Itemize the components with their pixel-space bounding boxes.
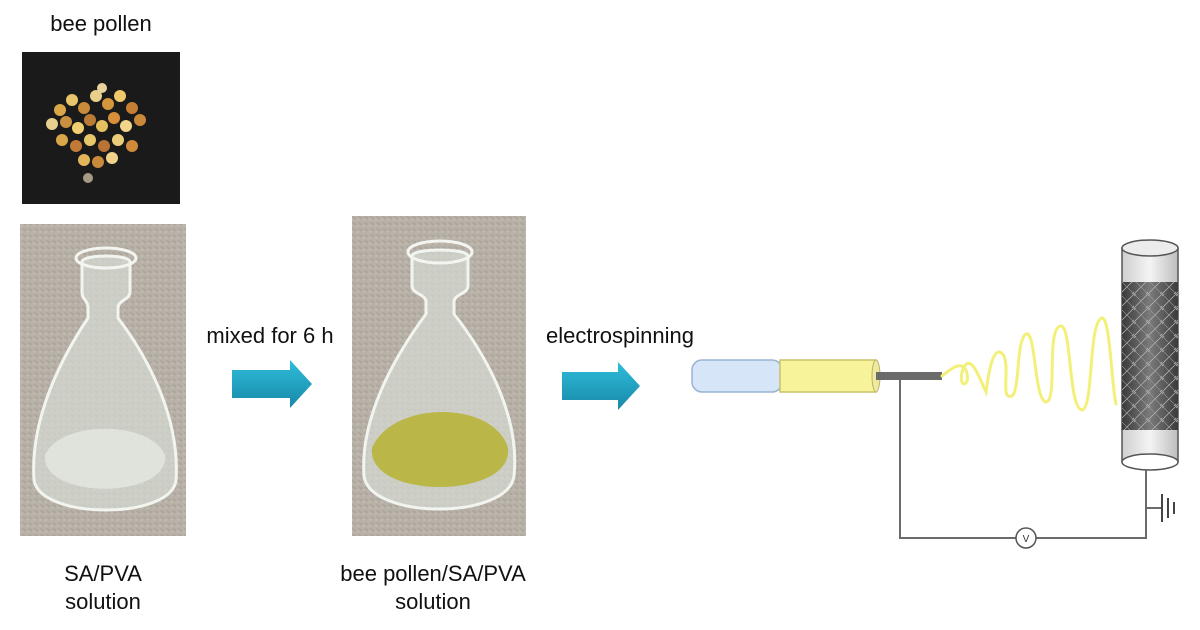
bee-pollen-sa-pva-label: bee pollen/SA/PVA solution — [320, 560, 546, 616]
sa-pva-flask-photo — [20, 224, 186, 536]
needle — [876, 372, 942, 380]
sa-pva-line1: SA/PVA — [64, 561, 142, 586]
electrospinning-label: electrospinning — [546, 323, 694, 348]
voltmeter-label: V — [1023, 534, 1030, 545]
yellow-solution — [371, 412, 509, 487]
right-arrow-icon-2 — [562, 362, 640, 410]
circuit-wires — [899, 380, 1162, 539]
bee-pollen-photo — [22, 52, 180, 204]
bee-pollen-sa-pva-line1: bee pollen/SA/PVA — [340, 561, 526, 586]
right-arrow-icon — [232, 360, 312, 408]
sa-pva-label: SA/PVA solution — [20, 560, 186, 616]
voltmeter-icon: V — [1015, 527, 1037, 549]
bee-pollen-label: bee pollen — [50, 11, 152, 36]
syringe — [691, 359, 942, 393]
ground-icon — [1161, 494, 1175, 522]
collector-cylinder — [1121, 239, 1179, 471]
bee-pollen-flask-photo — [352, 216, 526, 536]
mixed-label: mixed for 6 h — [206, 323, 334, 348]
clear-solution — [44, 428, 166, 489]
fiber-jet — [940, 316, 1118, 412]
pollen-granules — [46, 83, 146, 183]
sa-pva-line2: solution — [65, 589, 141, 614]
bee-pollen-sa-pva-line2: solution — [395, 589, 471, 614]
